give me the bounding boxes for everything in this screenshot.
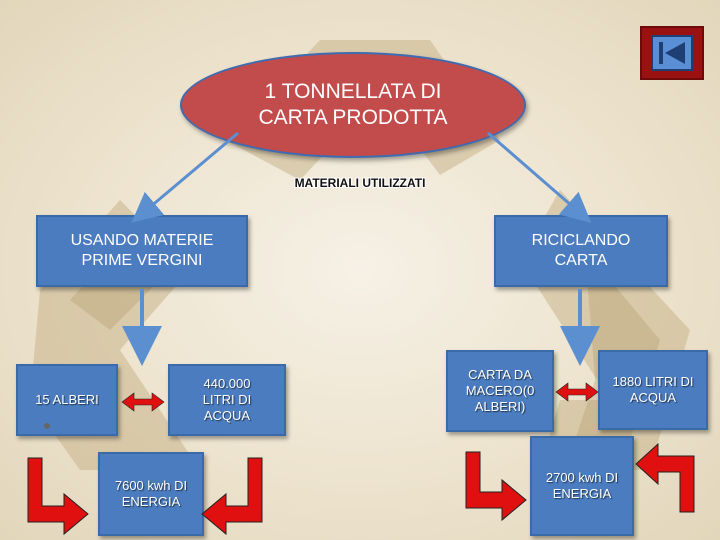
trees-box: 15 ALBERI [16,364,118,436]
virgin-materials-box: USANDO MATERIE PRIME VERGINI [36,215,248,287]
recycled-paper-box: CARTA DA MACERO(0 ALBERI) [446,350,554,432]
bullet-dot [44,423,50,429]
virgin-water-label: 440.000 LITRI DI ACQUA [202,375,252,424]
title-ellipse: 1 TONNELLATA DI CARTA PRODOTTA [180,52,526,158]
virgin-materials-label: USANDO MATERIE PRIME VERGINI [70,232,214,269]
back-to-start-icon [651,35,693,71]
title-text: 1 TONNELLATA DI CARTA PRODOTTA [258,79,448,129]
back-to-start-button[interactable] [640,26,704,80]
virgin-energy-label: 7600 kwh DI ENERGIA [114,477,188,509]
recycled-paper-label: CARTA DA MACERO(0 ALBERI) [465,366,535,415]
recycled-water-label: 1880 LITRI DI ACQUA [612,373,694,405]
recycled-energy-label: 2700 kwh DI ENERGIA [545,469,619,501]
trees-label: 15 ALBERI [35,391,99,407]
virgin-energy-box: 7600 kwh DI ENERGIA [98,452,204,536]
recycled-water-box: 1880 LITRI DI ACQUA [598,350,708,430]
virgin-water-box: 440.000 LITRI DI ACQUA [168,364,286,436]
materials-label: MATERIALI UTILIZZATI [294,176,426,190]
recycling-label: RICICLANDO CARTA [531,232,631,269]
recycled-energy-box: 2700 kwh DI ENERGIA [530,436,634,536]
recycling-box: RICICLANDO CARTA [494,215,668,287]
